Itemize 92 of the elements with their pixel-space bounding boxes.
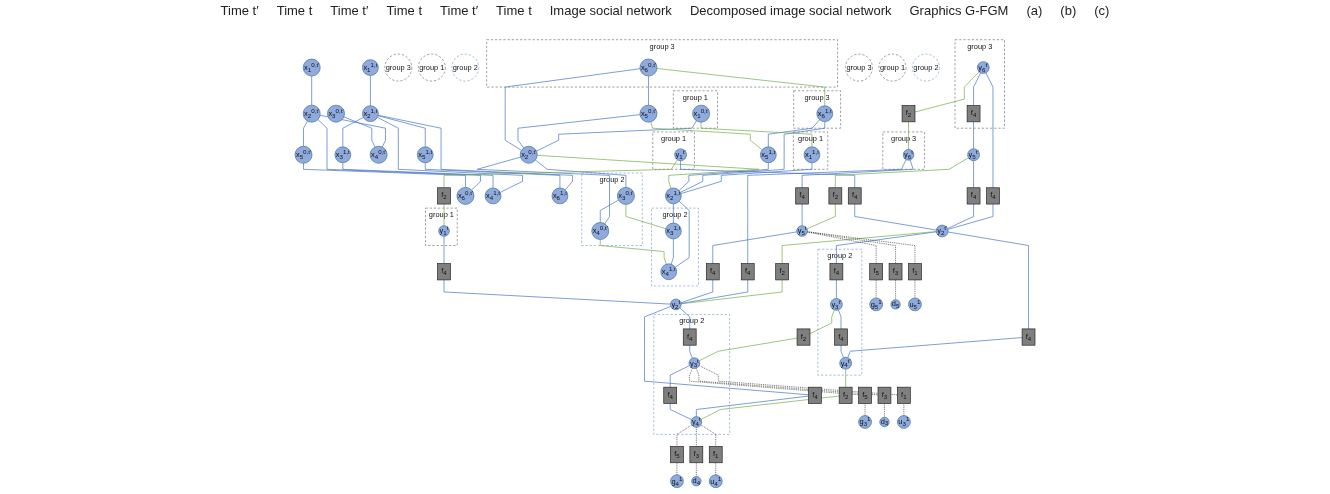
connector [700,121,813,148]
connector [648,75,649,106]
connector [838,309,842,330]
time-heading: Time t [276,3,313,20]
connector [973,121,974,150]
connector [908,121,909,150]
connector [903,403,905,416]
connector [801,203,803,226]
connector [317,119,481,191]
connector [947,203,994,230]
connector [504,68,641,151]
connector [696,462,697,477]
connector [715,462,717,476]
connector [914,71,980,113]
connector [656,68,826,107]
connector [836,231,937,264]
connector [680,279,783,305]
connector [342,162,494,189]
connector [847,337,1023,358]
connector [689,344,693,359]
connector [680,160,856,189]
connector [840,344,844,358]
connector [377,114,573,191]
connector [698,365,898,396]
panel-letter: (b) [1060,3,1077,20]
connector [700,424,717,447]
connector [599,239,667,265]
connector [914,279,916,299]
connector [536,120,697,152]
connector [875,279,877,299]
connector [599,199,619,223]
connector [884,403,885,418]
time-heading: Time t′ [330,3,369,20]
time-heading: Time t [386,3,423,20]
panel-caption: Image social network [549,3,672,20]
time-heading: Time t′ [220,3,259,20]
time-heading: Time t [496,3,532,20]
connector [947,231,1029,330]
connector [806,203,836,230]
connector [973,72,981,106]
connector [679,307,691,330]
connector [517,114,641,149]
connector [669,365,690,388]
connector [947,203,974,229]
connector [670,238,674,265]
connector [696,426,697,447]
panel-caption: Decomposed image social network [689,3,892,20]
connector [845,368,846,388]
connector [319,114,386,148]
connector [343,116,376,148]
connector [443,203,445,226]
connector [801,159,914,189]
connector [674,200,690,268]
connector [680,162,813,194]
connector [676,462,678,476]
connector [443,279,671,305]
connector [895,279,896,301]
time-heading: Time t′ [440,3,479,20]
connector [370,75,371,107]
connector [700,395,840,420]
connector [650,121,763,151]
connector [864,403,866,416]
connector [809,309,835,335]
panel-caption: Graphics G-FGM [909,3,1009,20]
connector [377,117,523,193]
connector [768,119,820,148]
connector [669,403,692,420]
connector [311,75,313,106]
connector [673,203,674,224]
connector [476,156,610,225]
connector [696,395,809,417]
connector [678,162,769,191]
panel-letter: (a) [1026,3,1043,20]
connector [698,337,798,362]
connector [644,306,809,396]
connector [836,279,837,299]
connector [680,279,714,304]
connector [424,162,561,189]
connector [443,236,445,264]
connector [625,204,667,230]
connector [342,117,364,148]
connector [377,115,426,148]
connector [835,157,969,189]
connector [854,203,937,231]
panel-letter: (c) [1094,3,1110,20]
connector [973,160,974,189]
connector [303,120,308,147]
connector [676,424,693,447]
connector [303,162,466,188]
connector [985,72,994,189]
connector [680,279,749,304]
connector [712,231,798,264]
